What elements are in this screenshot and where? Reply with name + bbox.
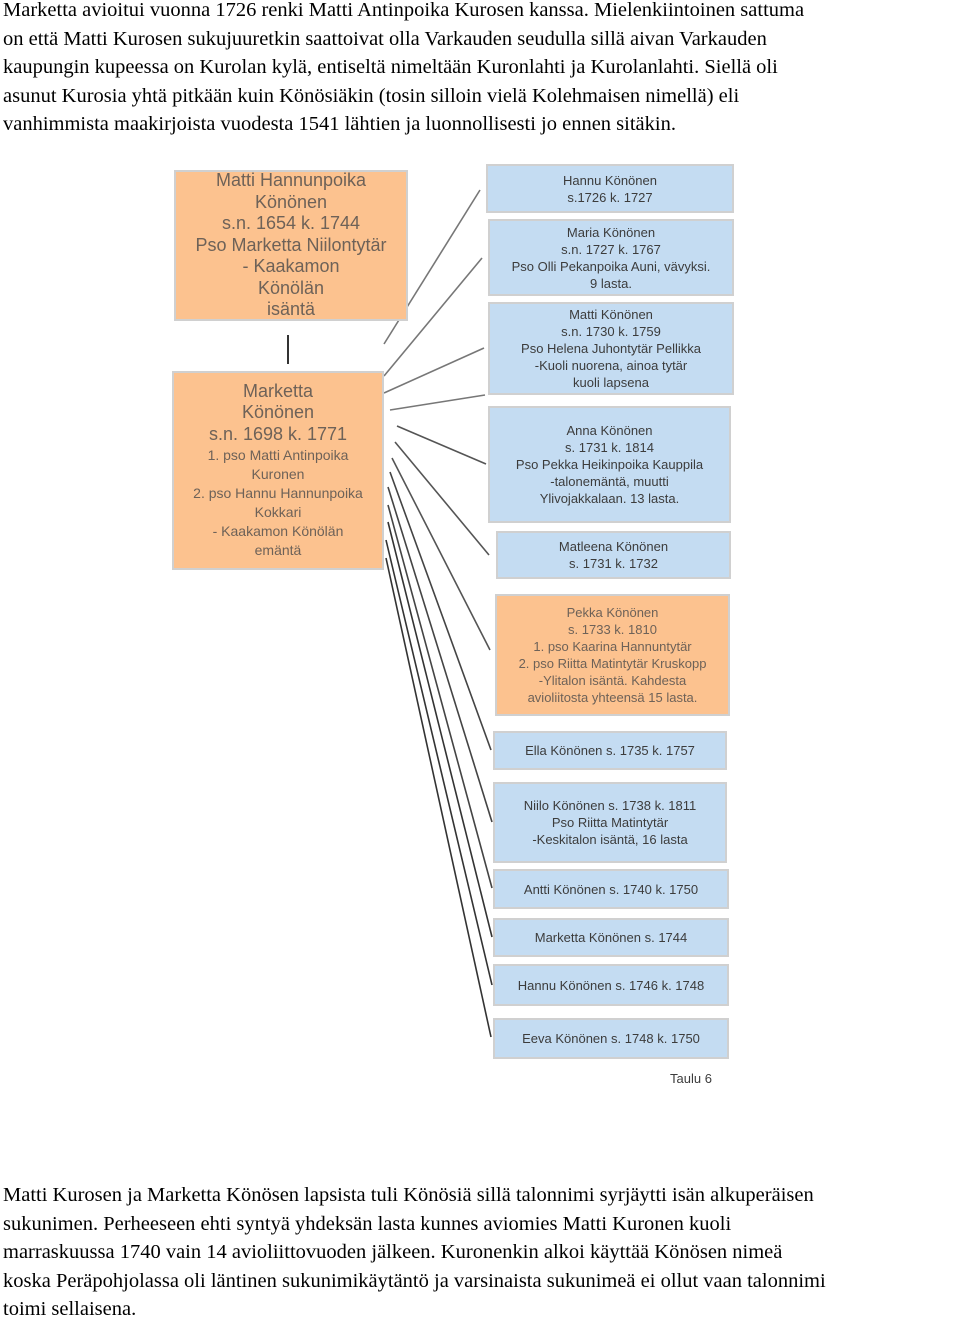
text-line: on että Matti Kurosen sukujuuretkin saat…	[3, 27, 767, 50]
person-line: 9 lasta.	[590, 275, 632, 291]
person-line: Könölän	[257, 277, 325, 298]
person-line: - Kaakamon	[242, 256, 340, 277]
text-line: kaupungin kupeessa on Kurolan kylä, enti…	[3, 56, 778, 78]
person-line: s. 1731 k. 1732	[569, 556, 658, 571]
child-connector	[387, 504, 493, 889]
person-line: Ylivojakkalaan. 13 lasta.	[539, 491, 680, 506]
person-line: -Keskitalon isäntä, 16 lasta	[532, 832, 688, 847]
child-connector	[394, 441, 490, 556]
person-line: Pekka Könönen	[566, 605, 659, 620]
person-line: Pso Pekka Heikinpoika Kauppila	[515, 457, 704, 472]
person-line: 1. pso Matti Antinpoika	[207, 447, 349, 464]
person-line: Marketta	[242, 380, 314, 401]
person-line: -Ylitalon isäntä. Kahdesta	[538, 673, 687, 688]
father-box: Matti Hannunpoika Könönen s.n. 1654 k. 1…	[174, 170, 408, 321]
person-line: - Kaakamon Könölän	[212, 523, 344, 540]
intro-paragraph: Marketta avioitui vuonna 1726 renki Matt…	[3, 0, 958, 139]
child-connector	[387, 486, 493, 823]
person-line: Könönen	[241, 402, 315, 423]
child-connector	[389, 471, 492, 751]
child-box: Ella Könönen s. 1735 k. 1757	[493, 731, 727, 770]
person-line: avioliitosta yhteensä 15 lasta.	[527, 690, 698, 705]
closing-paragraph: Matti Kurosen ja Marketta Könösen lapsis…	[3, 1181, 958, 1324]
child-connector	[385, 557, 492, 1038]
person-line: Anna Könönen	[566, 423, 653, 438]
child-connector	[387, 521, 493, 938]
child-connector	[396, 425, 487, 465]
person-line: Pso Riitta Matintytär	[551, 815, 669, 830]
text-line: koska Peräpohjolassa oli läntinen sukuni…	[3, 1269, 826, 1292]
person-line: Matti Könönen	[569, 307, 653, 322]
person-line: Pso Marketta Niilontytär	[195, 234, 387, 255]
child-connector	[385, 539, 493, 986]
person-line: Pso Olli Pekanpoika Auni, vävyksi.	[511, 258, 711, 274]
person-line: 1. pso Kaarina Hannuntytär	[533, 639, 692, 654]
person-line: s. 1733 k. 1810	[568, 622, 657, 637]
text-line: asunut Kurosia yhtä pitkään kuin Könösiä…	[3, 84, 740, 107]
person-line: Eeva Könönen s. 1748 k. 1750	[522, 1031, 700, 1046]
child-box: Eeva Könönen s. 1748 k. 1750	[493, 1018, 729, 1059]
text-line: marraskuussa 1740 vain 14 avioliittovuod…	[3, 1241, 783, 1263]
person-line: Niilo Könönen s. 1738 k. 1811	[523, 798, 697, 813]
person-line: s.1726 k. 1727	[567, 189, 653, 205]
child-box: Pekka Könönen s. 1733 k. 1810 1. pso Kaa…	[495, 594, 730, 716]
person-line: Matleena Könönen	[558, 539, 669, 554]
person-line: Maria Könönen	[566, 224, 656, 240]
person-line: 2. pso Riitta Matintytär Kruskopp	[518, 656, 707, 671]
child-box: Antti Könönen s. 1740 k. 1750	[493, 869, 729, 909]
person-line: isäntä	[266, 299, 316, 320]
person-line: Antti Könönen s. 1740 k. 1750	[523, 881, 699, 897]
text-line: Matti Kurosen ja Marketta Könösen lapsis…	[3, 1184, 814, 1206]
person-line: Matti Hannunpoika	[215, 170, 367, 191]
text-line: vanhimmista maakirjoista vuodesta 1541 l…	[3, 113, 676, 135]
child-box: Niilo Könönen s. 1738 k. 1811 Pso Riitta…	[493, 782, 727, 863]
child-box: Matti Könönen s.n. 1730 k. 1759 Pso Hele…	[488, 302, 734, 395]
child-connector	[383, 347, 485, 394]
chart-caption: Taulu 6	[670, 1071, 712, 1086]
person-line: Hannu Könönen	[563, 172, 657, 188]
text-line: Marketta avioitui vuonna 1726 renki Matt…	[3, 0, 805, 21]
text-line: toimi sellaisena.	[3, 1298, 137, 1320]
person-line: Ella Könönen s. 1735 k. 1757	[525, 743, 695, 758]
person-line: -Kuoli nuorena, ainoa tytär	[534, 358, 688, 373]
mother-box: Marketta Könönen s.n. 1698 k. 1771 1. ps…	[172, 371, 384, 570]
person-line: Kuronen	[251, 466, 305, 483]
child-box: Marketta Könönen s. 1744	[493, 918, 729, 957]
text-line: sukunimen. Perheeseen ehti syntyä yhdeks…	[3, 1212, 732, 1235]
person-line: s. 1731 k. 1814	[565, 440, 654, 455]
person-line: Könönen	[254, 191, 328, 212]
child-connector	[391, 457, 491, 651]
person-line: Marketta Könönen s. 1744	[534, 930, 688, 945]
person-line: 2. pso Hannu Hannunpoika	[193, 485, 363, 502]
person-line: Hannu Könönen s. 1746 k. 1748	[517, 977, 705, 993]
person-line: kuoli lapsena	[573, 375, 649, 390]
person-line: -talonemäntä, muutti	[550, 474, 669, 489]
person-line: s.n. 1698 k. 1771	[208, 423, 348, 444]
child-connector	[383, 257, 483, 377]
child-box: Anna Könönen s. 1731 k. 1814 Pso Pekka H…	[488, 406, 731, 523]
child-box: Maria Könönen s.n. 1727 k. 1767 Pso Olli…	[488, 219, 734, 296]
child-box: Hannu Könönen s.1726 k. 1727	[486, 164, 734, 213]
person-line: Kokkari	[254, 504, 302, 521]
person-line: s.n. 1654 k. 1744	[221, 213, 361, 234]
person-line: s.n. 1727 k. 1767	[561, 241, 661, 257]
child-box: Matleena Könönen s. 1731 k. 1732	[496, 531, 731, 579]
person-line: Pso Helena Juhontytär Pellikka	[521, 341, 701, 356]
person-line: s.n. 1730 k. 1759	[561, 324, 661, 339]
person-line: emäntä	[254, 542, 302, 559]
child-connector	[389, 394, 486, 411]
child-box: Hannu Könönen s. 1746 k. 1748	[493, 964, 729, 1006]
